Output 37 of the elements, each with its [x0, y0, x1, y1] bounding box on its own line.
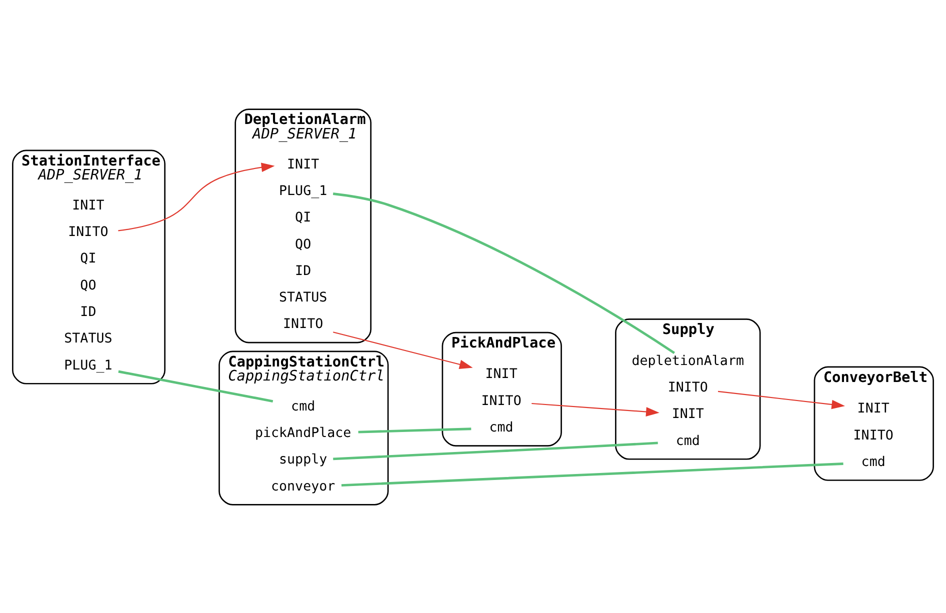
node-text: cmd: [676, 433, 700, 448]
node-text: INITO: [481, 393, 522, 408]
node-text: INITO: [68, 224, 108, 240]
node-text: cmd: [489, 420, 514, 435]
node-text: QI: [295, 210, 312, 226]
node-text: INIT: [287, 156, 320, 172]
node-text: depletionAlarm: [632, 353, 744, 368]
node-text: conveyor: [271, 478, 336, 494]
node-text: ID: [80, 304, 96, 320]
arrow: [532, 402, 660, 416]
connector: [341, 462, 844, 486]
node-text: INITO: [668, 380, 708, 396]
node-text: QO: [295, 236, 312, 252]
connector: [118, 370, 274, 402]
node-text: ID: [295, 263, 312, 278]
node-text: PLUG_1: [64, 358, 112, 373]
node-text: cmd: [861, 454, 886, 470]
node-text: INITO: [283, 316, 324, 332]
arrow: [332, 331, 473, 368]
arrow: [118, 162, 275, 231]
connector: [333, 441, 658, 460]
node-text: INIT: [672, 406, 704, 422]
node-text: INITO: [853, 428, 894, 443]
node-text: QI: [80, 251, 96, 266]
arrow: [718, 390, 845, 409]
node-text: QO: [80, 278, 96, 293]
node-text: supply: [279, 452, 328, 468]
node-text: STATUS: [64, 331, 112, 346]
connector: [332, 192, 676, 354]
node-text: INIT: [485, 366, 518, 382]
node-text: STATUS: [279, 290, 328, 306]
node-text: pickAndPlace: [254, 426, 352, 441]
node-text: cmd: [291, 398, 316, 414]
node-text: INIT: [72, 198, 104, 213]
connector: [358, 427, 472, 433]
node-text: INIT: [857, 401, 890, 416]
node-text: PLUG_1: [279, 183, 328, 198]
